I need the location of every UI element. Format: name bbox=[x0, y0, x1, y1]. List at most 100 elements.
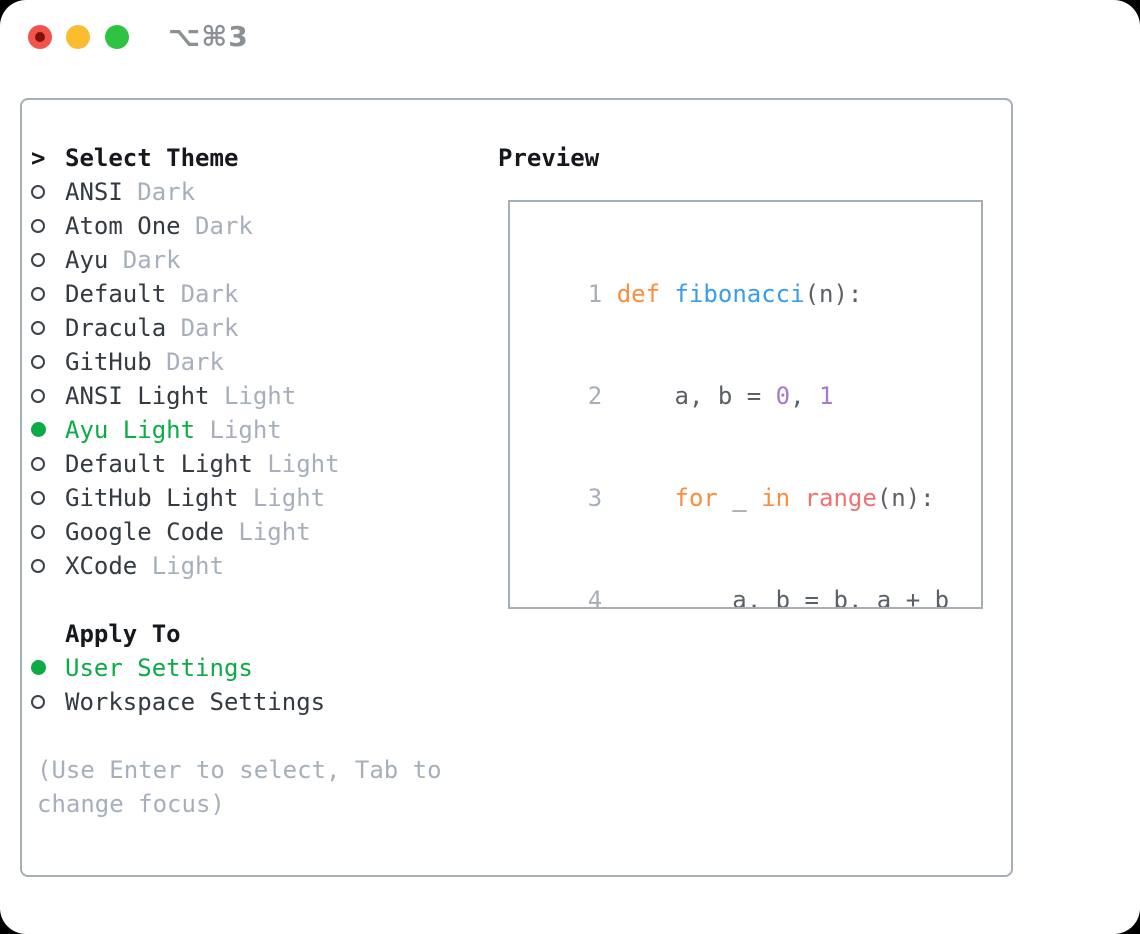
theme-option-default-light[interactable]: Default Light Light bbox=[31, 447, 486, 481]
select-theme-header: > Select Theme bbox=[31, 141, 486, 175]
radio-icon bbox=[31, 185, 45, 199]
theme-option-github-light-variant: Light bbox=[238, 484, 326, 512]
theme-option-atom-one[interactable]: Atom One Dark bbox=[31, 209, 486, 243]
theme-option-ayu-light-variant: Light bbox=[195, 416, 282, 444]
zoom-button[interactable] bbox=[105, 25, 129, 49]
apply-to-header: Apply To bbox=[31, 617, 486, 651]
theme-option-ayu-light-label: Ayu Light bbox=[65, 416, 196, 444]
radio-icon bbox=[31, 422, 46, 437]
code-segment-fg bbox=[660, 280, 674, 308]
radio-icon bbox=[31, 253, 45, 267]
code-segment-fg: (n): bbox=[876, 484, 935, 512]
line-number: 3 bbox=[587, 484, 617, 512]
preview-box: 1 def fibonacci(n): 2 a, b = 0, 1 3 for … bbox=[508, 200, 983, 609]
radio-icon bbox=[31, 559, 45, 573]
theme-option-ansi-label: ANSI bbox=[65, 178, 123, 206]
theme-option-google-code[interactable]: Google Code Light bbox=[31, 515, 486, 549]
theme-option-github-light-label: GitHub Light bbox=[65, 484, 239, 512]
code-segment-keyword: in bbox=[761, 484, 791, 512]
radio-icon bbox=[31, 695, 45, 709]
theme-list-column: > Select Theme ANSI Dark Atom One Dark Ay… bbox=[31, 141, 486, 875]
theme-option-default-light-variant: Light bbox=[252, 450, 340, 478]
code-segment-special: range bbox=[804, 484, 877, 512]
code-segment-keyword: def bbox=[616, 280, 661, 308]
close-dot-icon bbox=[35, 32, 45, 42]
theme-option-ayu-light[interactable]: Ayu Light Light bbox=[31, 413, 486, 447]
preview-column: Preview 1 def fibonacci(n): 2 a, b = 0, … bbox=[486, 141, 1011, 875]
theme-option-xcode-variant: Light bbox=[137, 552, 224, 580]
code-segment-num: 1 bbox=[819, 382, 834, 410]
theme-list: ANSI Dark Atom One Dark Ayu Dark Default… bbox=[31, 175, 486, 583]
theme-option-dracula[interactable]: Dracula Dark bbox=[31, 311, 486, 345]
radio-icon bbox=[31, 355, 45, 369]
select-theme-title: Select Theme bbox=[65, 144, 239, 172]
theme-option-ansi[interactable]: ANSI Dark bbox=[31, 175, 486, 209]
theme-option-ansi-light-variant: Light bbox=[209, 382, 297, 410]
code-segment-fg bbox=[790, 484, 804, 512]
theme-option-atom-one-label: Atom One bbox=[65, 212, 181, 240]
cursor-caret-icon: > bbox=[31, 144, 46, 172]
theme-picker-panel: > Select Theme ANSI Dark Atom One Dark Ay… bbox=[20, 98, 1013, 877]
code-segment-fg: , bbox=[790, 382, 820, 410]
apply-to-title: Apply To bbox=[65, 620, 181, 648]
line-number: 1 bbox=[587, 280, 617, 308]
theme-option-ansi-light-label: ANSI Light bbox=[65, 382, 210, 410]
radio-icon bbox=[31, 660, 46, 675]
code-segment-fg: a, b = b, a + b bbox=[616, 586, 950, 609]
apply-option-user-settings[interactable]: User Settings bbox=[31, 651, 486, 685]
code-segment-fg: a, b = bbox=[616, 382, 776, 410]
theme-option-github-variant: Dark bbox=[151, 348, 224, 376]
theme-option-ayu[interactable]: Ayu Dark bbox=[31, 243, 486, 277]
radio-icon bbox=[31, 491, 45, 505]
code-segment-func: fibonacci bbox=[674, 280, 805, 308]
theme-option-default-label: Default bbox=[65, 280, 167, 308]
line-content: def fibonacci(n): bbox=[617, 280, 863, 308]
theme-option-dracula-label: Dracula bbox=[65, 314, 167, 342]
theme-option-github-light[interactable]: GitHub Light Light bbox=[31, 481, 486, 515]
theme-option-xcode-label: XCode bbox=[65, 552, 138, 580]
radio-icon bbox=[31, 389, 45, 403]
theme-option-atom-one-variant: Dark bbox=[180, 212, 253, 240]
close-button[interactable] bbox=[28, 25, 52, 49]
theme-option-dracula-variant: Dark bbox=[166, 314, 239, 342]
theme-option-ansi-variant: Dark bbox=[122, 178, 196, 206]
titlebar: ⌥⌘3 bbox=[0, 0, 1140, 97]
theme-option-default[interactable]: Default Dark bbox=[31, 277, 486, 311]
line-content: a, b = b, a + b bbox=[616, 586, 950, 609]
preview-code-line: 2 a, b = 0, 1 bbox=[530, 345, 961, 447]
theme-option-google-code-variant: Light bbox=[223, 518, 311, 546]
radio-icon bbox=[31, 219, 45, 233]
keyboard-shortcut-label: ⌥⌘3 bbox=[168, 20, 249, 53]
theme-option-github-label: GitHub bbox=[65, 348, 152, 376]
theme-option-default-light-label: Default Light bbox=[65, 450, 253, 478]
minimize-button[interactable] bbox=[66, 25, 90, 49]
code-segment-num: 0 bbox=[775, 382, 791, 410]
line-content: a, b = 0, 1 bbox=[617, 382, 834, 410]
preview-code-line: 4 a, b = b, a + b bbox=[530, 549, 961, 609]
theme-option-ayu-variant: Dark bbox=[108, 246, 181, 274]
apply-option-user-settings-label: User Settings bbox=[65, 654, 253, 682]
line-content: for _ in range(n): bbox=[617, 484, 935, 512]
code-segment-fg: (n): bbox=[804, 280, 863, 308]
theme-option-github[interactable]: GitHub Dark bbox=[31, 345, 486, 379]
line-number: 4 bbox=[587, 586, 617, 609]
theme-option-ansi-light[interactable]: ANSI Light Light bbox=[31, 379, 486, 413]
line-number: 2 bbox=[587, 382, 617, 410]
theme-option-default-variant: Dark bbox=[166, 280, 239, 308]
preview-code-line: 3 for _ in range(n): bbox=[530, 447, 961, 549]
keyboard-hint-text: (Use Enter to select, Tab to change focu… bbox=[37, 756, 442, 818]
apply-to-list: User Settings Workspace Settings bbox=[31, 651, 486, 719]
apply-option-workspace-settings[interactable]: Workspace Settings bbox=[31, 685, 486, 719]
radio-icon bbox=[31, 287, 45, 301]
theme-option-xcode[interactable]: XCode Light bbox=[31, 549, 486, 583]
code-segment-keyword: for bbox=[674, 484, 718, 512]
theme-option-google-code-label: Google Code bbox=[65, 518, 224, 546]
theme-option-ayu-label: Ayu bbox=[65, 246, 109, 274]
radio-icon bbox=[31, 321, 45, 335]
preview-title: Preview bbox=[498, 144, 600, 172]
apply-option-workspace-settings-label: Workspace Settings bbox=[65, 688, 326, 716]
radio-icon bbox=[31, 457, 45, 471]
code-segment-fg: _ bbox=[717, 484, 762, 512]
radio-icon bbox=[31, 525, 45, 539]
